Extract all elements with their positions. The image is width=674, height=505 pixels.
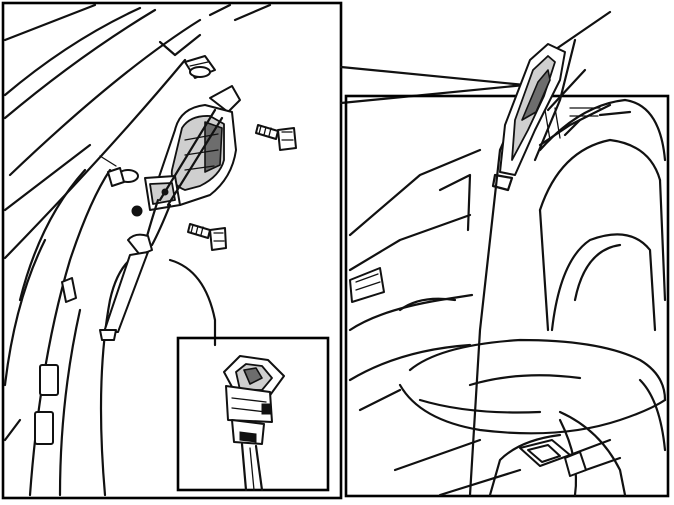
seat-backrest	[538, 98, 667, 332]
belt-cable	[99, 108, 224, 341]
small-clip	[107, 167, 125, 187]
connector-icon	[223, 355, 285, 492]
bolt-upper	[255, 124, 297, 151]
door-panel	[348, 148, 522, 497]
detail-panel	[1, 1, 343, 500]
connector-inset-border	[176, 336, 330, 492]
pretensioner-unit	[131, 85, 241, 217]
overview-panel-border	[344, 94, 670, 498]
connector-inset	[176, 336, 330, 492]
center-console	[488, 433, 622, 497]
callout-lines	[339, 65, 527, 105]
seat-cushion	[398, 338, 667, 497]
washer-upper	[189, 66, 211, 78]
bolt-lower	[187, 223, 227, 251]
b-pillar	[468, 10, 612, 497]
overview-panel	[344, 10, 670, 498]
detail-panel-border	[1, 1, 343, 500]
